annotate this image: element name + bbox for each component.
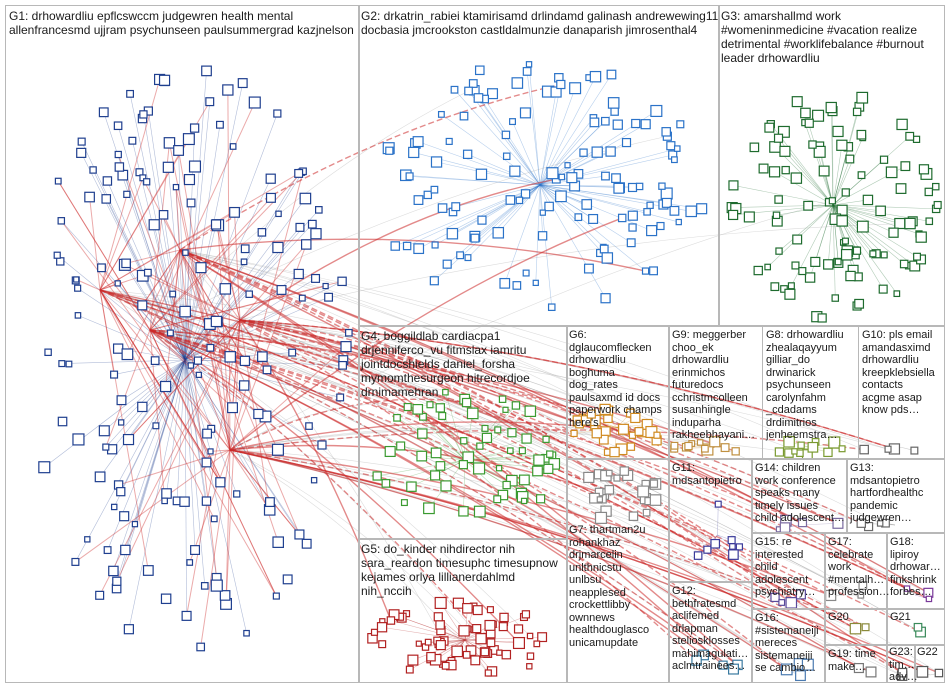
group-label-g3: G3: amarshallmd work #womeninmedicine #v… bbox=[721, 9, 924, 65]
group-label-g16: G16: #sistemaneiji mereces sistemaneiji … bbox=[755, 612, 819, 675]
group-label-g17: G17: celebrate work #mentalh… profession… bbox=[828, 536, 890, 599]
group-label-g19: G19: time make… bbox=[828, 648, 876, 673]
group-label-g4: G4: boggildlab cardiacpa1 drjenniferco_v… bbox=[361, 329, 530, 399]
group-label-g12: G12: bethfratesmd aclifemed drlapman ste… bbox=[672, 585, 748, 673]
group-label-g15: G15: re interested child adolescent psyc… bbox=[755, 536, 816, 599]
group-panel-g2 bbox=[358, 5, 720, 327]
group-panel-g1 bbox=[5, 5, 360, 683]
group-label-g13: G13: mdsantopietro hartfordhealthc pande… bbox=[850, 462, 923, 525]
group-label-g7: G7: thartman2u rohankhaz drjmarcelin unl… bbox=[569, 524, 649, 649]
group-label-g18: G18: lipiroy drhowar… finkshrink forbes… bbox=[890, 536, 941, 599]
group-label-g21: G21 bbox=[890, 611, 911, 624]
group-label-g5: G5: do_kinder nihdirector nih sara_reard… bbox=[361, 542, 558, 598]
group-label-g6: G6: dglaucomflecken drhowardliu boghuma … bbox=[569, 329, 662, 429]
group-label-g23: G23: tim… adv… bbox=[889, 646, 918, 684]
group-label-g8: G8: drhowardliu zhealaqayyum gilliar_do … bbox=[766, 329, 844, 442]
group-label-g20: G20 bbox=[828, 611, 849, 624]
group-label-g9: G9: meggerber choo_ek drhowardliu erinmi… bbox=[672, 329, 755, 442]
group-label-g1: G1: drhowardliu epflcswccm judgewren hea… bbox=[9, 9, 354, 37]
group-label-g22: G22 bbox=[917, 646, 938, 659]
group-label-g2: G2: drkatrin_rabiei ktamirisamd drlindam… bbox=[361, 9, 718, 37]
group-label-g14: G14: children work conference speaks man… bbox=[755, 462, 845, 525]
group-label-g11: G11: mdsantopietro bbox=[672, 462, 742, 487]
group-label-g10: G10: pls email amandasximd drhowardliu k… bbox=[862, 329, 935, 417]
